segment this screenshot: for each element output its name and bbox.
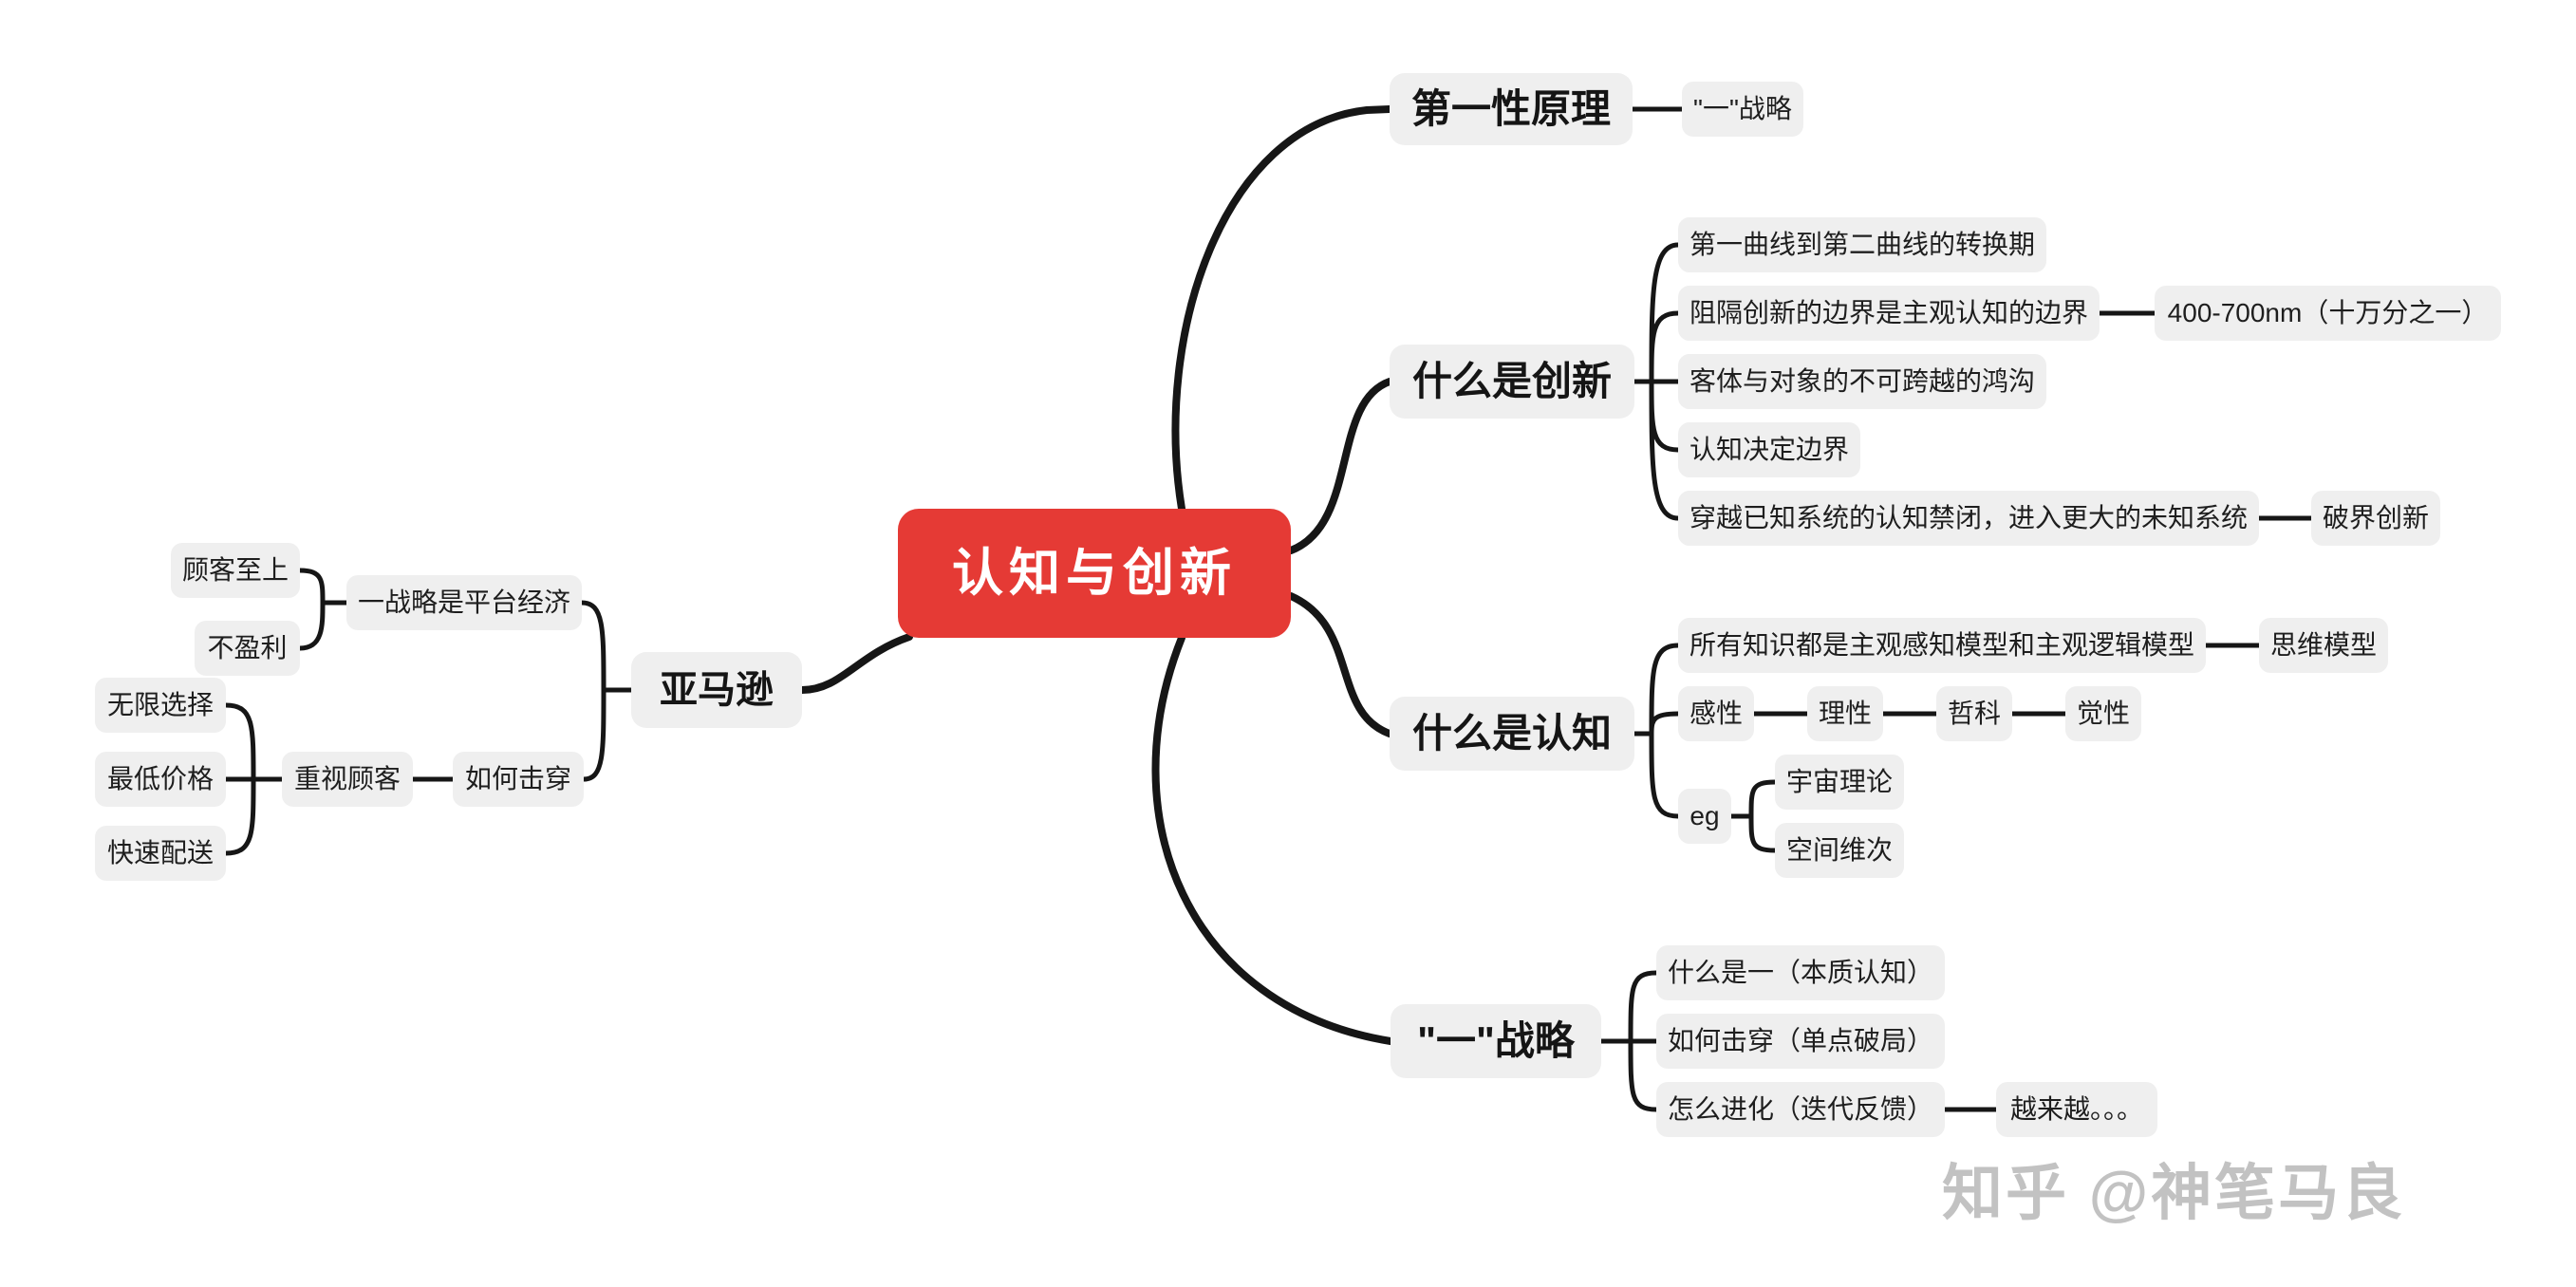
node-how-to-breakthrough[interactable]: 如何击穿（单点破局）: [1656, 1014, 1945, 1069]
node-customer-first[interactable]: 顾客至上: [171, 543, 300, 598]
node-space-dimension[interactable]: 空间维次: [1775, 823, 1904, 878]
node-how-to-evolve[interactable]: 怎么进化（迭代反馈）: [1656, 1082, 1945, 1137]
node-fast-delivery[interactable]: 快速配送: [95, 826, 226, 881]
node-boundary-of-innovation[interactable]: 阻隔创新的边界是主观认知的边界: [1678, 286, 2100, 341]
node-what-is-one[interactable]: 什么是一（本质认知）: [1656, 945, 1945, 1000]
watermark: 知乎 @神笔马良: [1942, 1159, 2406, 1227]
edge-root-to-first-principle: [1171, 105, 1393, 513]
node-thinking-model[interactable]: 思维模型: [2259, 618, 2388, 673]
node-how-to-breakthrough-left[interactable]: 如何击穿: [453, 752, 584, 807]
node-more-and-more[interactable]: 越来越。。。: [1996, 1082, 2157, 1137]
edge-root-to-amazon: [798, 633, 913, 694]
edge-root-to-what-is-innovation: [1287, 378, 1393, 554]
node-no-profit[interactable]: 不盈利: [195, 621, 300, 676]
edge-bracket-innovation: [1632, 242, 1681, 521]
node-unlimited-choice[interactable]: 无限选择: [95, 678, 226, 733]
edge-bracket-cognition: [1632, 643, 1681, 819]
node-rationality[interactable]: 理性: [1807, 686, 1883, 741]
node-cognition-decides-boundary[interactable]: 认知决定边界: [1678, 422, 1860, 477]
node-400-700nm[interactable]: 400-700nm（十万分之一）: [2155, 286, 2501, 341]
edge-root-to-one-strategy: [1151, 634, 1394, 1045]
node-value-customers[interactable]: 重视顾客: [282, 752, 413, 807]
node-universe-theory[interactable]: 宇宙理论: [1775, 755, 1904, 810]
node-sensibility[interactable]: 感性: [1678, 686, 1754, 741]
node-root[interactable]: 认知与创新: [898, 509, 1291, 638]
node-cross-known-system[interactable]: 穿越已知系统的认知禁闭，进入更大的未知系统: [1678, 491, 2259, 546]
node-eg[interactable]: eg: [1678, 789, 1731, 844]
edge-bracket-eg: [1728, 779, 1778, 853]
node-awareness[interactable]: 觉性: [2065, 686, 2141, 741]
edge-bracket-one-strategy: [1598, 970, 1659, 1112]
edge-bracket-platform-economy: [297, 568, 349, 651]
node-curve-transition[interactable]: 第一曲线到第二曲线的转换期: [1678, 217, 2046, 272]
node-what-is-cognition[interactable]: 什么是认知: [1390, 697, 1634, 771]
node-all-knowledge-models[interactable]: 所有知识都是主观感知模型和主观逻辑模型: [1678, 618, 2206, 673]
node-one-strategy-top[interactable]: "一"战略: [1682, 82, 1803, 137]
node-one-strategy-bottom[interactable]: "一"战略: [1391, 1004, 1601, 1078]
node-what-is-innovation[interactable]: 什么是创新: [1390, 345, 1634, 419]
node-boundary-breaking-innovation[interactable]: 破界创新: [2311, 491, 2440, 546]
node-lowest-price[interactable]: 最低价格: [95, 752, 226, 807]
node-object-gap[interactable]: 客体与对象的不可跨越的鸿沟: [1678, 354, 2046, 409]
edge-bracket-amazon: [579, 600, 634, 782]
edge-bracket-value-customers: [223, 702, 285, 856]
node-first-principle[interactable]: 第一性原理: [1390, 73, 1633, 145]
edge-root-to-what-is-cognition: [1287, 592, 1393, 737]
node-amazon[interactable]: 亚马逊: [631, 652, 802, 728]
node-philosophy-science[interactable]: 哲科: [1936, 686, 2012, 741]
node-platform-economy[interactable]: 一战略是平台经济: [346, 575, 582, 630]
